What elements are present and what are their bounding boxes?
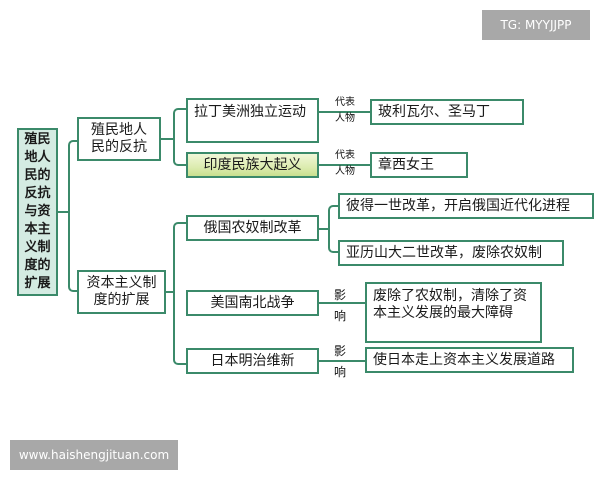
node-label: 俄国农奴制改革: [203, 219, 302, 236]
root-node: 殖民地人民的反抗与资本主义制度的扩展: [17, 128, 58, 296]
node-label: 日本明治维新: [210, 352, 295, 369]
relation-bottom: 人物: [335, 166, 355, 177]
watermark-bottom-left: www.haishengjituan.com: [10, 440, 178, 470]
result-japan-impact: 使日本走上资本主义发展道路: [365, 347, 574, 373]
result-label: 亚历山大二世改革，废除农奴制: [346, 244, 542, 261]
root-bracket: [68, 140, 78, 292]
connector-russia: [319, 228, 329, 230]
relation-top: 代表: [335, 97, 355, 108]
node-russia-reform: 俄国农奴制改革: [186, 215, 319, 241]
relation-top: 影: [333, 344, 346, 358]
relation-bottom: 人物: [335, 113, 355, 124]
relation-bottom: 响: [333, 309, 346, 323]
result-label: 章西女王: [378, 156, 434, 173]
relation-latin: 代表 人物: [330, 97, 360, 125]
relation-us: 影 响: [330, 285, 350, 327]
node-latin-america: 拉丁美洲独立运动: [186, 98, 319, 143]
branch2-bracket: [173, 222, 186, 365]
branch-label: 殖民地人民的反抗: [91, 122, 147, 155]
node-label: 美国南北战争: [210, 294, 295, 311]
node-india-uprising: 印度民族大起义: [186, 152, 319, 178]
relation-japan: 影 响: [330, 341, 350, 383]
relation-bottom: 响: [333, 365, 346, 379]
relation-top: 代表: [335, 150, 355, 161]
result-label: 使日本走上资本主义发展道路: [373, 351, 555, 368]
result-label: 彼得一世改革，开启俄国近代化进程: [346, 197, 570, 214]
branch-colonial-resistance: 殖民地人民的反抗: [77, 117, 161, 161]
root-label: 殖民地人民的反抗与资本主义制度的扩展: [24, 132, 51, 291]
node-label: 印度民族大起义: [203, 156, 302, 173]
watermark-top-right: TG: MYYJJPP: [482, 10, 590, 40]
connector-latin: [319, 111, 370, 113]
result-latin-figures: 玻利瓦尔、圣马丁: [370, 99, 524, 125]
result-peter-reform: 彼得一世改革，开启俄国近代化进程: [338, 193, 594, 219]
branch2-connector: [166, 291, 175, 293]
branch-capitalism-expansion: 资本主义制度的扩展: [77, 270, 166, 314]
connector-japan: [319, 360, 365, 362]
node-us-civil-war: 美国南北战争: [186, 290, 319, 316]
connector-us: [319, 302, 365, 304]
branch1-connector: [161, 138, 175, 140]
relation-india: 代表 人物: [330, 150, 360, 178]
connector-india: [319, 164, 370, 166]
relation-top: 影: [333, 288, 346, 302]
root-connector: [58, 211, 70, 213]
branch-label: 资本主义制度的扩展: [86, 275, 157, 308]
node-meiji-restoration: 日本明治维新: [186, 348, 319, 374]
result-label: 废除了农奴制，清除了资本主义发展的最大障碍: [373, 288, 527, 321]
result-label: 玻利瓦尔、圣马丁: [378, 103, 490, 120]
branch1-bracket: [173, 108, 186, 166]
result-us-impact: 废除了农奴制，清除了资本主义发展的最大障碍: [365, 282, 542, 343]
russia-bracket: [328, 205, 338, 253]
node-label: 拉丁美洲独立运动: [194, 104, 306, 120]
result-alexander-reform: 亚历山大二世改革，废除农奴制: [338, 240, 564, 266]
result-india-figure: 章西女王: [370, 152, 468, 178]
